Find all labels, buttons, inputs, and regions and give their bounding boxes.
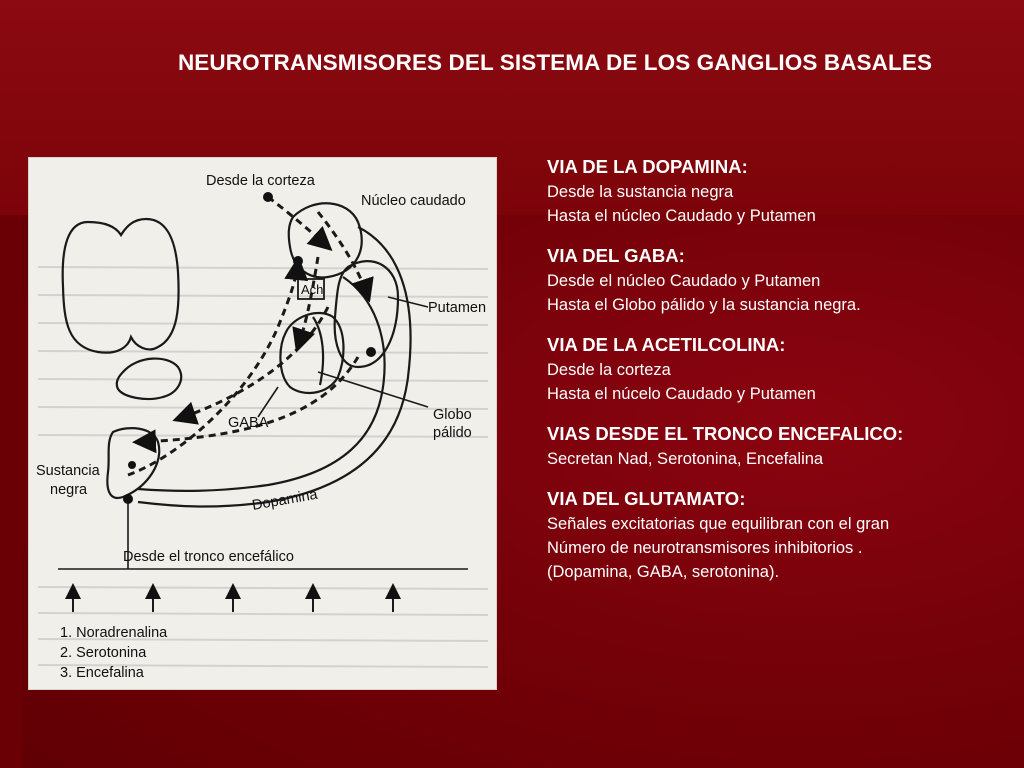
label-caudate: Núcleo caudado bbox=[361, 193, 466, 209]
section-line: Hasta el núcleo Caudado y Putamen bbox=[547, 207, 816, 225]
section-line: Hasta el núcelo Caudado y Putamen bbox=[547, 385, 816, 403]
section-line: Desde la corteza bbox=[547, 361, 671, 379]
section-heading: VIA DEL GABA: bbox=[547, 245, 685, 266]
diagram-svg: Desde la corteza Núcleo caudado Putamen … bbox=[36, 173, 489, 681]
dopamine-pathway bbox=[127, 256, 309, 477]
background-texture bbox=[37, 266, 489, 668]
background-left-band bbox=[0, 215, 22, 768]
pointer-gaba bbox=[257, 386, 279, 418]
gaba-pathway-2 bbox=[172, 306, 330, 425]
section-line: (Dopamina, GABA, serotonina). bbox=[547, 563, 780, 581]
label-ach: Ach bbox=[301, 282, 323, 297]
list-item-1: 1. Noradrenalina bbox=[60, 625, 168, 641]
nigra-neuron-dot bbox=[123, 494, 133, 504]
section-line: Señales excitatorias que equilibran con … bbox=[547, 515, 890, 533]
section-dopamine: VIA DE LA DOPAMINA: Desde la sustancia n… bbox=[547, 155, 1007, 228]
cortex-neuron-dot bbox=[263, 192, 273, 202]
thalamus-outline bbox=[115, 357, 183, 401]
label-putamen: Putamen bbox=[428, 300, 486, 316]
putamen-neuron-dot bbox=[366, 347, 376, 357]
cortex-to-putamen bbox=[316, 211, 374, 303]
section-heading: VIA DE LA ACETILCOLINA: bbox=[547, 334, 786, 355]
nigra-neuron-dot-2 bbox=[128, 461, 136, 469]
label-substantia-1: Sustancia bbox=[36, 463, 101, 479]
label-substantia-2: negra bbox=[50, 482, 88, 498]
label-brainstem: Desde el tronco encefálico bbox=[123, 549, 294, 565]
cortex-to-caudate bbox=[267, 195, 333, 252]
section-glutamate: VIA DEL GLUTAMATO: Señales excitatorias … bbox=[547, 487, 1007, 584]
label-dopamine: Dopamina bbox=[251, 487, 320, 514]
section-heading: VIA DE LA DOPAMINA: bbox=[547, 156, 748, 177]
section-line: Secretan Nad, Serotonina, Encefalina bbox=[547, 450, 824, 468]
label-cortex: Desde la corteza bbox=[206, 173, 316, 189]
section-line: Desde la sustancia negra bbox=[547, 183, 734, 201]
brain-section-outline bbox=[61, 217, 180, 354]
pointer-putamen bbox=[387, 296, 429, 308]
globus-pallidus-inner bbox=[312, 316, 325, 386]
globus-pallidus-outline bbox=[279, 311, 345, 395]
label-gaba: GABA bbox=[228, 415, 269, 431]
caudate-tail-inner bbox=[137, 276, 386, 492]
section-heading: VIAS DESDE EL TRONCO ENCEFALICO: bbox=[547, 423, 904, 444]
section-gaba: VIA DEL GABA: Desde el núcleo Caudado y … bbox=[547, 244, 1007, 317]
section-brainstem: VIAS DESDE EL TRONCO ENCEFALICO: Secreta… bbox=[547, 422, 1007, 471]
text-column: VIA DE LA DOPAMINA: Desde la sustancia n… bbox=[547, 155, 1007, 600]
caudate-neuron-dot bbox=[293, 256, 303, 266]
label-globus-2: pálido bbox=[433, 425, 472, 441]
section-line: Número de neurotransmisores inhibitorios… bbox=[547, 539, 863, 557]
label-globus-1: Globo bbox=[433, 407, 472, 423]
section-acetylcholine: VIA DE LA ACETILCOLINA: Desde la corteza… bbox=[547, 333, 1007, 406]
basal-ganglia-diagram: Desde la corteza Núcleo caudado Putamen … bbox=[28, 157, 497, 690]
section-line: Desde el núcleo Caudado y Putamen bbox=[547, 272, 821, 290]
section-line: Hasta el Globo pálido y la sustancia neg… bbox=[547, 296, 861, 314]
caudate-outline bbox=[287, 202, 363, 279]
list-item-2: 2. Serotonina bbox=[60, 645, 147, 661]
section-heading: VIA DEL GLUTAMATO: bbox=[547, 488, 746, 509]
slide-title: NEUROTRANSMISORES DEL SISTEMA DE LOS GAN… bbox=[177, 50, 933, 75]
caudate-tail bbox=[137, 226, 412, 508]
putamen-outline bbox=[333, 260, 400, 369]
pointer-globus bbox=[317, 371, 429, 408]
list-item-3: 3. Encefalina bbox=[60, 665, 145, 681]
